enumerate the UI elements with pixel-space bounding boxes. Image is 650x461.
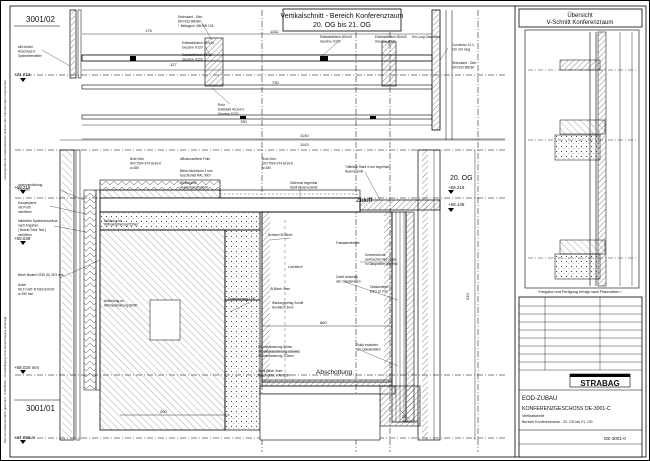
level-69219-right: +69.219 (448, 185, 465, 190)
dim-127: 127 (170, 62, 177, 67)
dim-200: 200 (160, 409, 167, 414)
drawing-number: DE-3001-0 (604, 436, 626, 441)
note-connector: Connector 21.1,110 mm lang (452, 43, 475, 52)
level-68149: +68.149 (448, 202, 465, 207)
note-dc-verkl: DC -Verkleidung (402, 415, 419, 424)
overview-drawing (524, 29, 640, 289)
level-69219: +69.219 (14, 185, 31, 190)
dim-860: 860 (320, 320, 327, 325)
dim-780: 780 (240, 119, 247, 124)
note-schwert: Schwert St-Blech (268, 233, 293, 237)
left-facade-element (59, 149, 101, 441)
dim-1152: 1152 (270, 29, 279, 34)
dim-175: 175 (145, 28, 152, 33)
drawing-desc-2: Bereich Konferenzraum - 20. OG bis 21. O… (522, 420, 593, 424)
dim-lines-middle (120, 150, 476, 440)
dim-1140: 1140 (300, 133, 309, 138)
upper-annotations: Sechskant - Schr.DIN 933 M8x60+ Beilagsc… (18, 15, 477, 116)
lower-floor (259, 385, 421, 441)
margin-note: Leitungsmittel der Gebäudeachse müssen d… (3, 80, 7, 180)
grid-label-bottom: 3001/01 (26, 404, 55, 413)
drawing-subtitle: KONFERENZGESCHOSS DE-3001-C (522, 406, 611, 412)
note-blech-bauteil: Blech Bauteil S235 (S) 35 5 mm (18, 273, 64, 277)
strabag-logo: STRABAG (569, 373, 631, 388)
note-fassade: Fassadenfenster (336, 241, 361, 245)
level-68020: +68.020 mm (14, 365, 39, 370)
margin-note-2: Plan ist urheberrechtlich geschützt - ST… (3, 317, 7, 444)
dim-510: 510 (465, 293, 470, 300)
upper-leaders (41, 19, 449, 105)
note-lochblech: Lochblech (288, 265, 303, 269)
upper-right-mullion (431, 9, 453, 140)
title-line-2: 20. OG bis 21. OG (313, 22, 371, 29)
title-box (282, 8, 402, 32)
steel-plates (130, 37, 397, 119)
note-diffusion: diffusionsoffene Folie (180, 157, 210, 161)
upper-left-mullion (69, 9, 82, 79)
label-abschottung: Abschottung (316, 369, 353, 376)
level-71813: +71.813 (14, 72, 31, 77)
level-69039: +69.039 (14, 236, 31, 241)
overview-title-box (518, 8, 643, 28)
note-sechskant-right: Sechskant - Schr.DIN 933 M8x60 (452, 61, 477, 70)
company-name: STRABAG (580, 379, 620, 388)
note-entwaesserung: Entwässerung LED (228, 297, 256, 301)
interior-wall (99, 229, 261, 431)
note-kin-long: Kin Long Glashalter (412, 35, 441, 39)
project-name: EOD-ZUBAU (522, 396, 557, 402)
level-markers: +71.813 +69.219 +69.039 +68.020 mm +47.9… (14, 72, 473, 444)
drawing-desc-1: Vertikalschnitt (522, 414, 544, 418)
dim-730: 730 (272, 80, 279, 85)
dim-1143: 1143 (300, 142, 309, 147)
grid-label-top: 3001/02 (26, 15, 55, 24)
title-line-1: Vertikalschnitt - Bereich Konferenzraum (281, 13, 404, 20)
level-47950: +47.950 m (14, 435, 36, 440)
middle-leaders (49, 171, 411, 421)
overview-title-2: V-Schnitt Konferenzraum (547, 20, 614, 26)
note-bruestung: Brüstung mit ...Wärmedämmung 50mm (104, 219, 139, 227)
inner-frame (9, 5, 647, 458)
overview-title-1: Übersicht (567, 12, 593, 19)
release-note: Freigabe und Fertigung erfolgt nach Plan… (539, 290, 622, 294)
note-st-blech: St-Blech 3mm (270, 287, 290, 291)
dim-lines-upper (60, 33, 505, 141)
note-sechskant-top: Sechskant - Schr.DIN 933 M8x60+ Beilagsc… (178, 15, 214, 28)
level-20-og: 20. OG (450, 175, 473, 182)
label-zuluft: Zuluft (356, 197, 372, 204)
